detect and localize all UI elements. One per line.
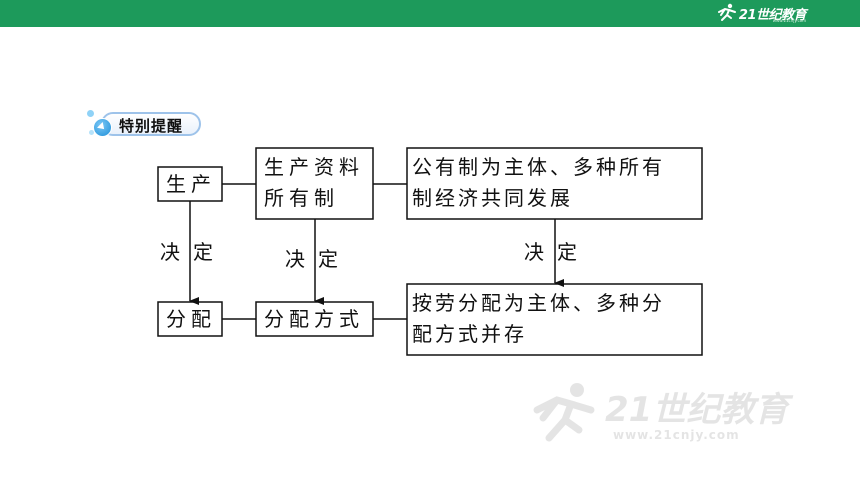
- top-banner: 21世纪教育 www.21cnjy.com: [0, 0, 860, 27]
- node-ownership-line1: 生产资料: [264, 155, 364, 179]
- runner-icon: [717, 3, 736, 21]
- play-circle-icon: [93, 118, 112, 137]
- node-ownership-system-line1: 公有制为主体、多种所有: [412, 155, 665, 179]
- node-ownership-system-line2: 制经济共同发展: [412, 186, 573, 210]
- edge-label-production: 决定: [160, 240, 226, 264]
- brand-url: www.21cnjy.com: [772, 18, 806, 23]
- node-production: 生产: [166, 172, 216, 196]
- section-badge: 特别提醒: [87, 108, 203, 140]
- spark-icon: [87, 110, 94, 117]
- brand-watermark: 21世纪教育 www.21cnjy.com: [525, 378, 825, 448]
- edge-label-ownership: 决定: [285, 247, 351, 271]
- watermark-brand-name: 21世纪教育: [605, 390, 789, 430]
- edge-label-system: 决定: [524, 240, 590, 264]
- runner-watermark-icon: [533, 383, 595, 442]
- spark-icon: [89, 130, 94, 135]
- node-distribution-mode: 分配方式: [264, 307, 364, 331]
- brand-name: 21世纪教育: [738, 7, 807, 23]
- node-distribution-system-line1: 按劳分配为主体、多种分: [412, 291, 665, 315]
- node-distribution: 分配: [166, 307, 216, 331]
- node-distribution-system-line2: 配方式并存: [412, 322, 527, 346]
- brand-logo: 21世纪教育 www.21cnjy.com: [715, 3, 807, 23]
- section-title: 特别提醒: [119, 117, 184, 135]
- watermark-brand-url: www.21cnjy.com: [613, 428, 740, 442]
- node-ownership-line2: 所有制: [264, 186, 339, 210]
